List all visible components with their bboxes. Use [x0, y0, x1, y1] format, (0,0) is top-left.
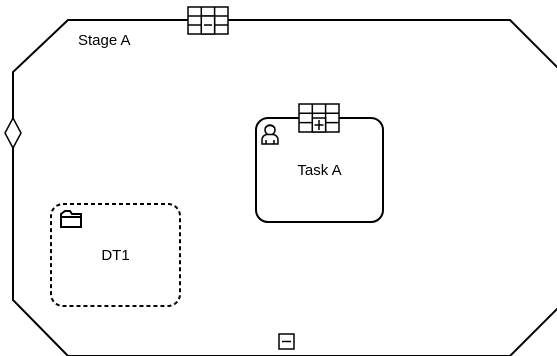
task-label: Task A: [297, 162, 341, 179]
diamond-sentry-icon[interactable]: [4, 116, 22, 150]
discretionary-border: [50, 203, 181, 307]
planning-table-icon[interactable]: [298, 103, 340, 133]
collapse-minus-icon[interactable]: [278, 333, 295, 350]
task-a[interactable]: Task A: [255, 117, 384, 223]
discretionary-item-dt1[interactable]: DT1: [50, 203, 181, 307]
discretionary-label: DT1: [101, 247, 129, 264]
stage-label: Stage A: [78, 32, 131, 49]
folder-icon: [60, 210, 82, 228]
planning-table-icon[interactable]: [187, 6, 229, 35]
human-task-user-icon: [261, 124, 279, 145]
